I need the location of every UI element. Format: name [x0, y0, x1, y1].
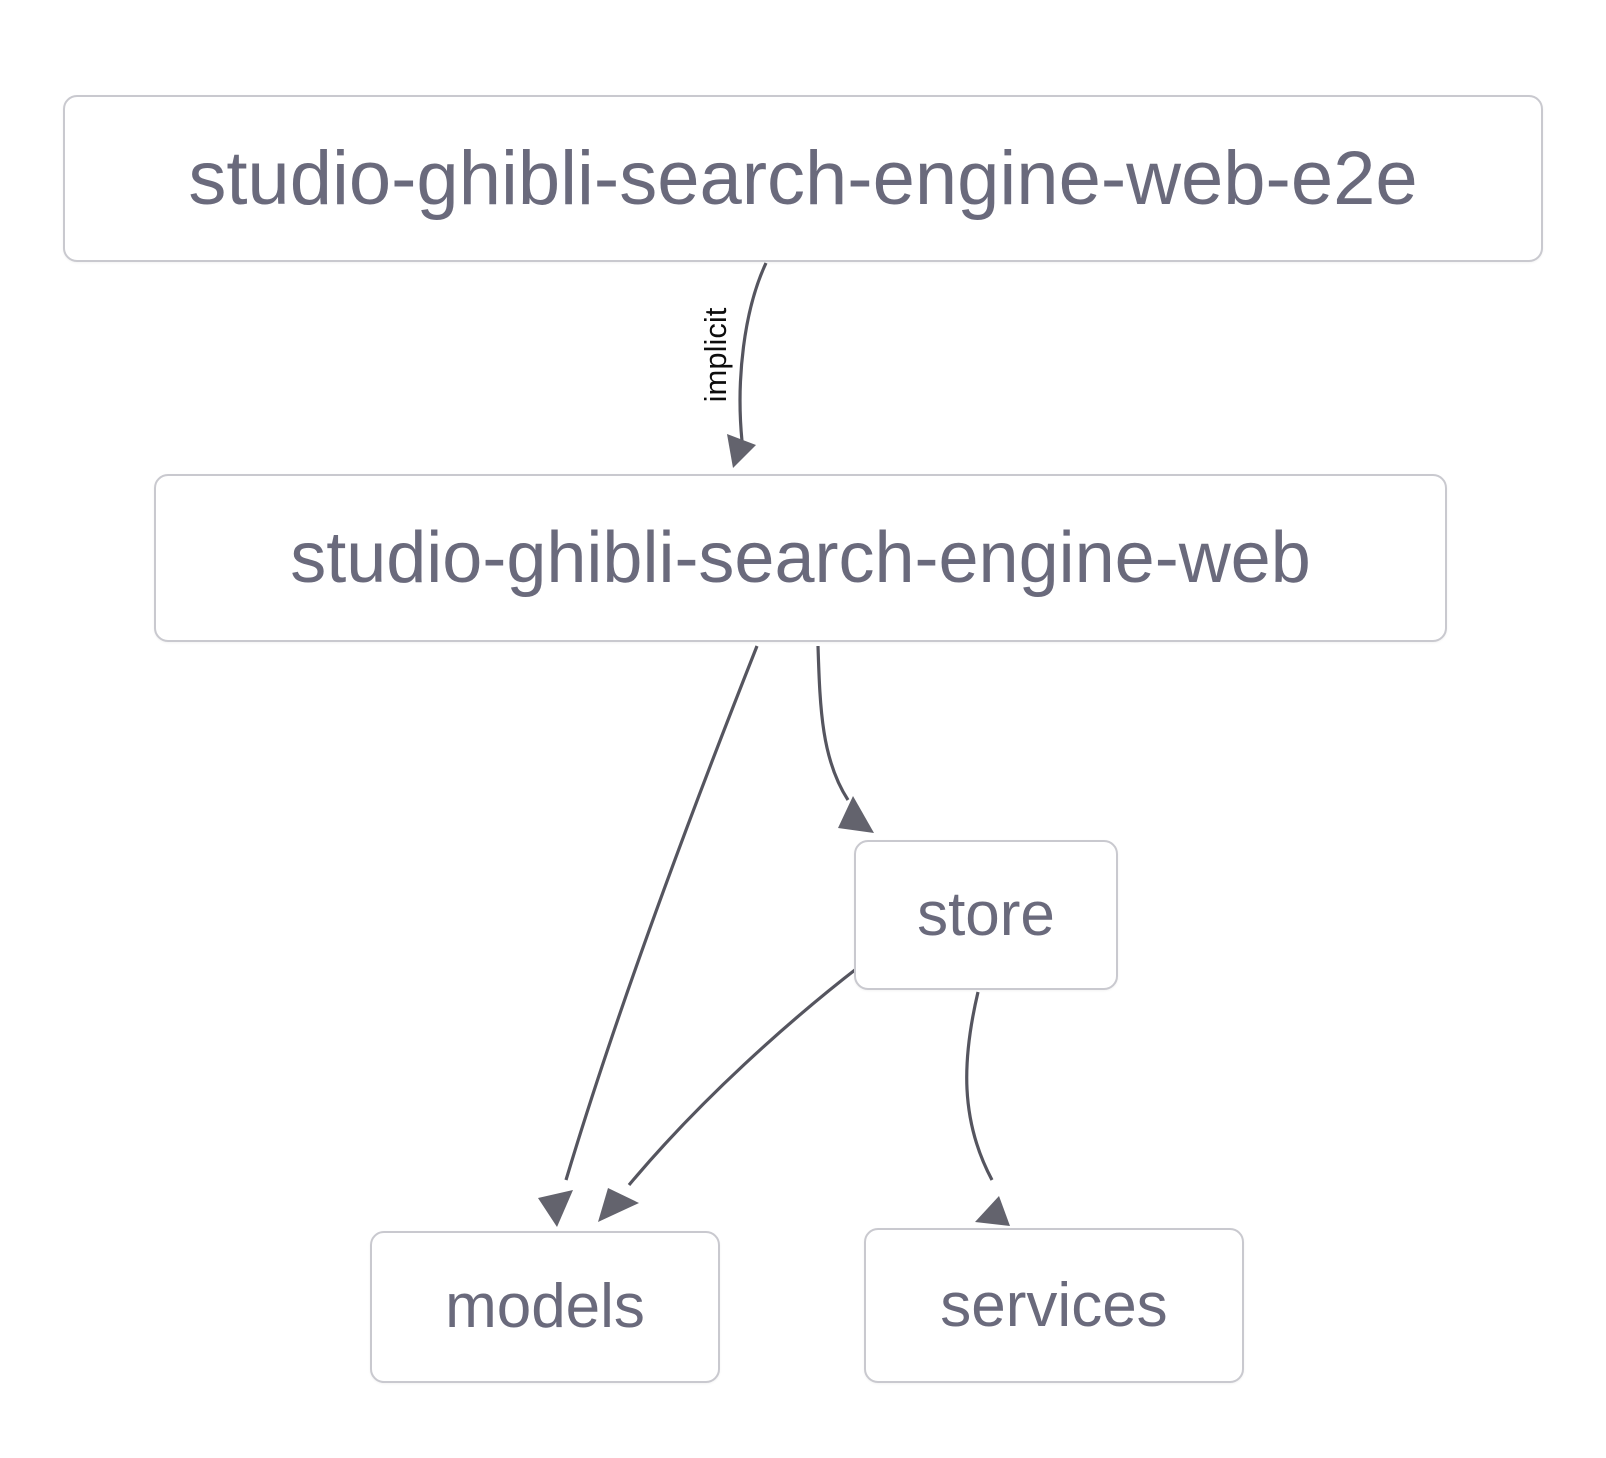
node-studio-ghibli-search-engine-web-e2e[interactable]: studio-ghibli-search-engine-web-e2e [63, 95, 1543, 262]
edge-store-to-services-path [965, 991, 994, 1181]
node-label: services [940, 1270, 1168, 1340]
node-models[interactable]: models [370, 1231, 720, 1383]
edge-web-to-store [816, 645, 874, 833]
node-store[interactable]: store [854, 840, 1118, 990]
edge-web-to-models [538, 645, 759, 1227]
node-label: models [445, 1272, 645, 1341]
node-label: store [917, 880, 1055, 949]
node-label: studio-ghibli-search-engine-web [290, 518, 1311, 598]
edge-store-to-services-arrowhead [975, 1196, 1010, 1226]
edge-root-to-web-path [738, 262, 768, 442]
edge-store-to-models-arrowhead [598, 1188, 639, 1222]
edge-web-to-store-path [816, 645, 850, 801]
edge-store-to-models-path [627, 964, 861, 1187]
edge-store-to-models [598, 964, 861, 1222]
node-services[interactable]: services [864, 1228, 1244, 1383]
edge-web-to-store-arrowhead [838, 796, 874, 833]
edge-root-to-web: implicit [698, 262, 768, 468]
edge-label-implicit: implicit [698, 307, 733, 402]
edge-root-to-web-arrowhead [727, 434, 756, 468]
edge-store-to-services [965, 991, 1010, 1226]
edge-web-to-models-arrowhead [538, 1190, 573, 1227]
node-label: studio-ghibli-search-engine-web-e2e [188, 135, 1418, 221]
edge-web-to-models-path [564, 645, 759, 1181]
node-studio-ghibli-search-engine-web[interactable]: studio-ghibli-search-engine-web [154, 474, 1447, 642]
